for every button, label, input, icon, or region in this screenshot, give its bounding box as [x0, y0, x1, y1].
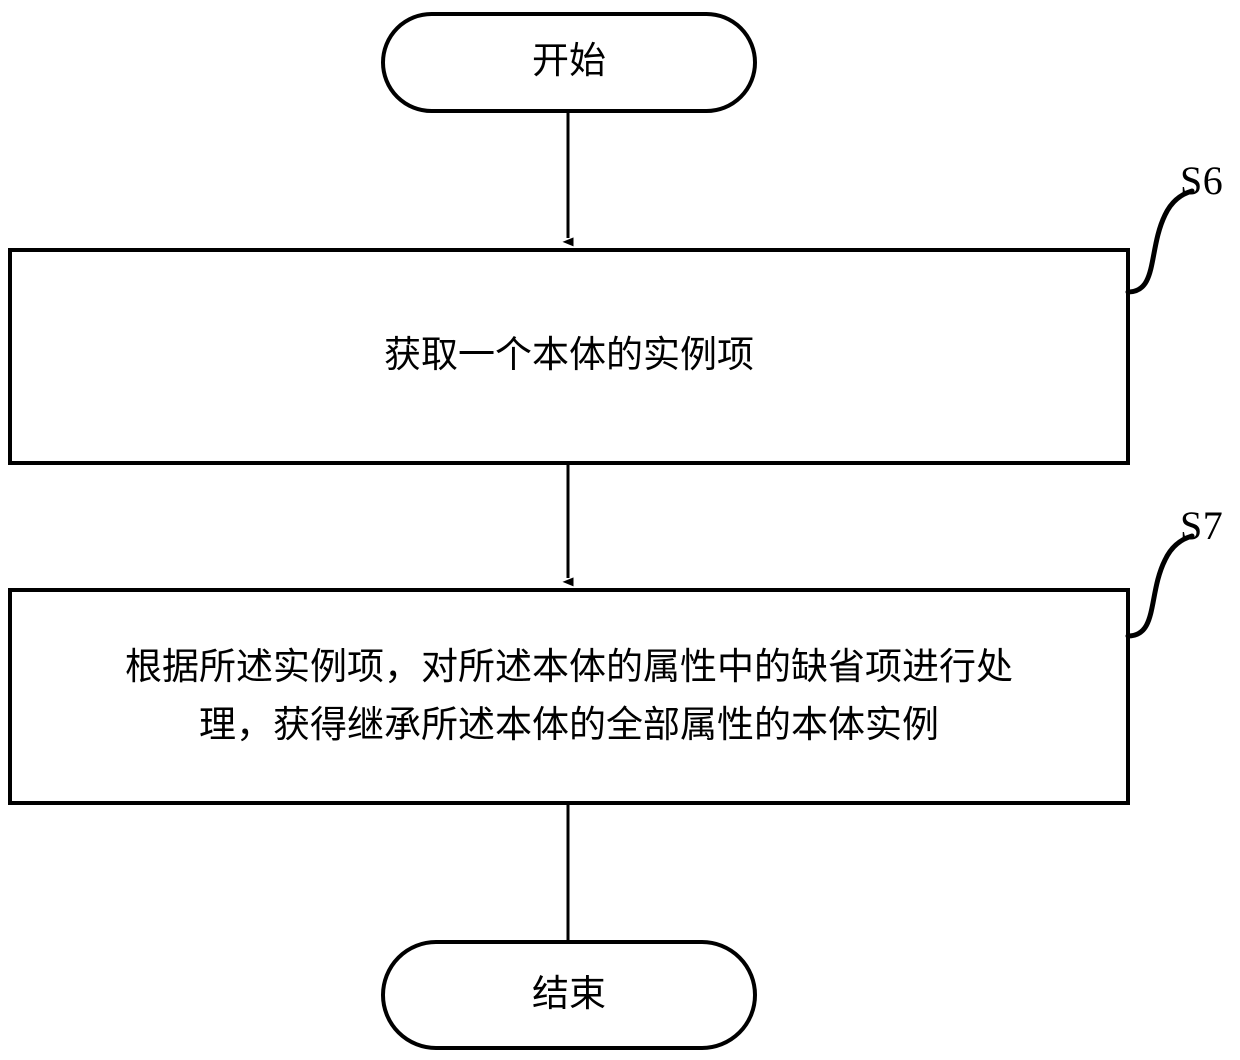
s6-node-shape	[8, 248, 1130, 465]
start-node-shape	[381, 12, 757, 113]
s7-node-shape	[8, 588, 1130, 805]
end-node-shape	[381, 940, 757, 1050]
s6-leader-line	[1125, 188, 1195, 295]
s7-leader-line	[1125, 533, 1195, 639]
step-tag-s7: S7	[1180, 503, 1224, 548]
step-tag-s6: S6	[1180, 158, 1224, 203]
